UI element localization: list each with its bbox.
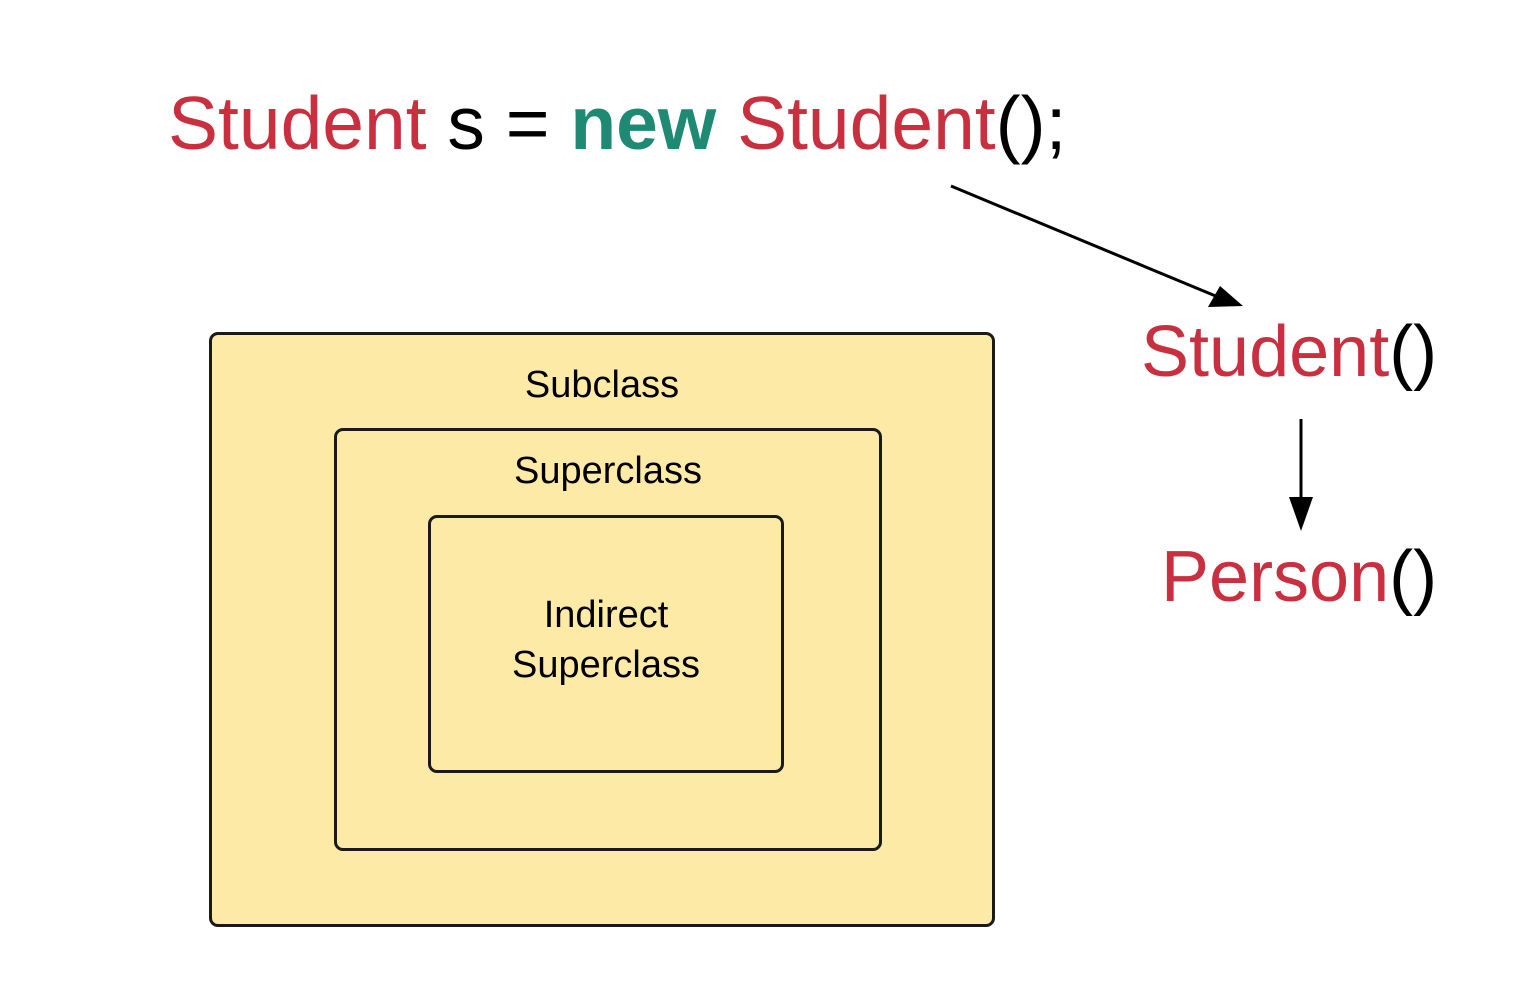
code-statement: Student s = new Student(); [168,78,1066,168]
code-tail: (); [995,81,1067,165]
call-person-name: Person [1161,537,1390,617]
arrow-code-to-student-call [950,184,1219,299]
call-student-parens: () [1389,312,1438,392]
indirect-superclass-label: Indirect Superclass [431,590,781,690]
superclass-label: Superclass [514,450,702,492]
code-constructor-name: Student [716,81,996,165]
code-type-name: Student [168,81,427,165]
arrowhead-person-call [1289,497,1313,531]
code-new-keyword: new [570,81,717,165]
constructor-call-person: Person() [1161,535,1437,619]
call-person-parens: () [1389,537,1438,617]
subclass-label: Subclass [524,364,680,406]
arrowhead-student-call [1208,286,1243,307]
indirect-superclass-label-line2: Superclass [512,644,700,686]
indirect-superclass-label-line1: Indirect [543,594,669,636]
code-variable-assignment: s = [426,81,571,165]
constructor-call-student: Student() [1141,310,1437,394]
indirect-superclass-box: Indirect Superclass [428,515,784,773]
call-student-name: Student [1141,312,1390,392]
